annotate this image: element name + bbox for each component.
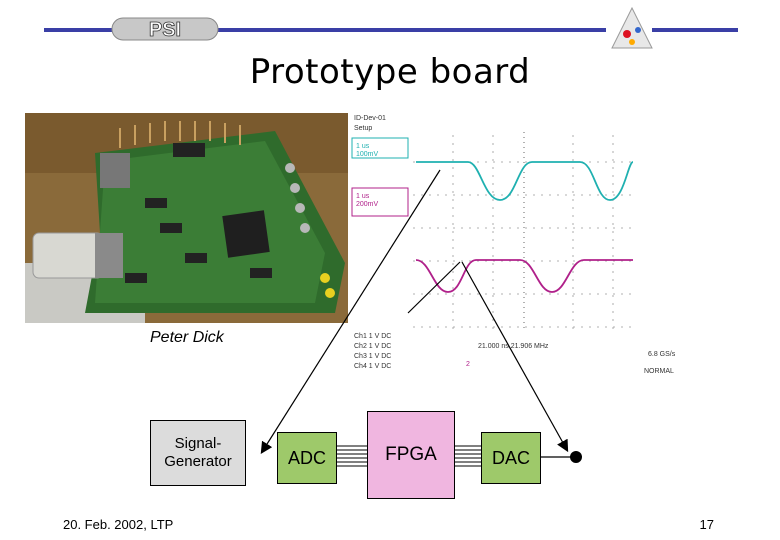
svg-text:Setup: Setup bbox=[354, 125, 372, 132]
svg-text:Ch1 1 V DC: Ch1 1 V DC bbox=[354, 333, 391, 340]
svg-text:1 us: 1 us bbox=[356, 193, 370, 200]
bus-fpga-dac bbox=[453, 445, 481, 467]
adc-label: ADC bbox=[287, 447, 326, 468]
svg-text:6.8 GS/s: 6.8 GS/s bbox=[648, 351, 676, 358]
slide-title: Prototype board bbox=[249, 52, 531, 92]
svg-text:ID-Dev-01: ID-Dev-01 bbox=[354, 115, 386, 122]
svg-text:200mV: 200mV bbox=[356, 201, 379, 208]
signal-generator-label: Signal- Generator bbox=[164, 435, 232, 470]
oscilloscope-capture: ID-Dev-01 Setup 1 us 100mV 1 us 200mV Ch… bbox=[348, 110, 693, 380]
bus-adc-fpga bbox=[335, 445, 367, 467]
arrow-to-adc bbox=[260, 169, 441, 455]
svg-text:2: 2 bbox=[466, 361, 470, 368]
scope-left-panel: ID-Dev-01 Setup 1 us 100mV 1 us 200mV bbox=[351, 115, 409, 217]
header-decoration: PSI bbox=[44, 6, 738, 49]
photo-caption: Peter Dick bbox=[150, 329, 224, 346]
psi-logo-text: PSI bbox=[149, 19, 181, 41]
arrow-to-output bbox=[461, 261, 569, 453]
footer-date: 20. Feb. 2002, LTP bbox=[63, 517, 174, 532]
svg-text:21.000 ns 21.906 MHz: 21.000 ns 21.906 MHz bbox=[478, 343, 549, 350]
trace-channel-1 bbox=[416, 161, 634, 201]
header-line-left bbox=[44, 28, 114, 32]
svg-text:Ch2 1 V DC: Ch2 1 V DC bbox=[354, 343, 391, 350]
fpga-label: FPGA bbox=[385, 444, 437, 465]
signal-generator-block: Signal- Generator bbox=[150, 420, 246, 486]
header-line-right bbox=[218, 28, 606, 32]
atom-logo-icon bbox=[611, 6, 653, 49]
page-number: 17 bbox=[699, 517, 714, 532]
svg-text:NORMAL: NORMAL bbox=[644, 368, 674, 375]
arrow-scope-to-fpga bbox=[407, 261, 461, 314]
svg-text:1 us: 1 us bbox=[356, 143, 370, 150]
dac-label: DAC bbox=[491, 447, 530, 468]
dac-block: DAC bbox=[481, 432, 541, 484]
trace-channel-2 bbox=[415, 259, 633, 293]
scope-grid bbox=[413, 135, 633, 330]
scope-bottom-readout: Ch1 1 V DC Ch2 1 V DC Ch3 1 V DC Ch4 1 V… bbox=[354, 333, 676, 375]
svg-text:Ch4 1 V DC: Ch4 1 V DC bbox=[354, 363, 391, 370]
prototype-board-photo bbox=[25, 113, 355, 323]
output-node bbox=[570, 451, 582, 463]
svg-text:Ch3 1 V DC: Ch3 1 V DC bbox=[354, 353, 391, 360]
svg-text:100mV: 100mV bbox=[356, 151, 379, 158]
fpga-block: FPGA bbox=[367, 411, 455, 499]
header-line-far-right bbox=[652, 28, 738, 32]
adc-block: ADC bbox=[277, 432, 337, 484]
psi-logo: PSI bbox=[111, 17, 219, 41]
